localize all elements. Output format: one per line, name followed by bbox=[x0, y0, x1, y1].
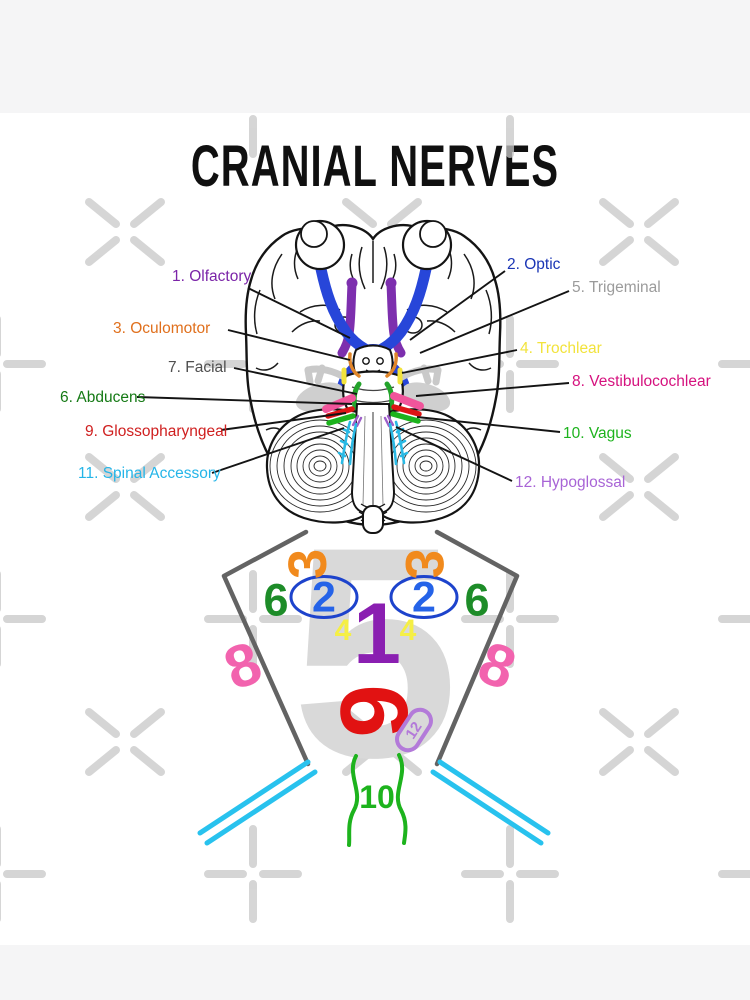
spinal-cord-stub bbox=[362, 505, 384, 534]
watermark-plus-icon bbox=[461, 825, 559, 923]
leader-line-spinal-accessory bbox=[211, 427, 345, 474]
eye-ellipse-left bbox=[289, 575, 359, 619]
watermark-plus-icon bbox=[461, 315, 559, 413]
bottom-gray-band bbox=[0, 945, 750, 1000]
watermark-x-icon bbox=[599, 453, 679, 521]
watermark-x-icon bbox=[85, 198, 165, 266]
spinal-accessory-rootlets bbox=[337, 420, 409, 466]
watermark-plus-icon bbox=[208, 113, 298, 158]
watermark-plus-icon bbox=[465, 113, 555, 158]
trochlear-nerves bbox=[341, 367, 403, 385]
leader-line-vagus bbox=[416, 416, 561, 433]
shoulder-lines bbox=[197, 759, 551, 846]
leader-line-trigeminal bbox=[419, 290, 570, 354]
head-outline-right bbox=[434, 529, 520, 767]
leader-line-glossopharyngeal bbox=[220, 412, 347, 431]
brain-illustration bbox=[244, 219, 502, 534]
top-gray-band bbox=[0, 0, 750, 113]
leader-line-abducens bbox=[136, 396, 353, 405]
watermark-x-icon bbox=[342, 708, 422, 776]
number-face bbox=[197, 529, 551, 847]
watermark-x-icon bbox=[599, 708, 679, 776]
eye-ellipse-right bbox=[389, 575, 459, 619]
watermark-plus-icon bbox=[204, 570, 302, 668]
vagus-nerves bbox=[326, 411, 421, 426]
head-outline-left bbox=[221, 529, 311, 767]
leader-line-optic bbox=[409, 270, 506, 341]
face-number-5-head: 5 bbox=[291, 484, 459, 820]
oculomotor-nerves bbox=[348, 352, 398, 378]
leader-line-olfactory bbox=[247, 287, 351, 339]
eyeballs bbox=[294, 219, 453, 271]
label-leader-lines bbox=[136, 270, 570, 482]
vagus-neck-lines bbox=[347, 753, 408, 847]
watermark-x-icon bbox=[85, 708, 165, 776]
leader-line-oculomotor bbox=[227, 329, 351, 361]
watermark-x-icon bbox=[85, 453, 165, 521]
watermark-x-icon bbox=[599, 198, 679, 266]
leader-line-facial bbox=[233, 367, 358, 395]
medulla bbox=[350, 403, 396, 514]
watermark-plus-icon bbox=[204, 825, 302, 923]
hypoglossal-rootlets bbox=[351, 414, 395, 428]
leader-line-trochlear bbox=[401, 349, 518, 374]
leader-line-vestibulocochlear bbox=[415, 382, 570, 397]
leader-line-hypoglossal bbox=[395, 426, 513, 482]
